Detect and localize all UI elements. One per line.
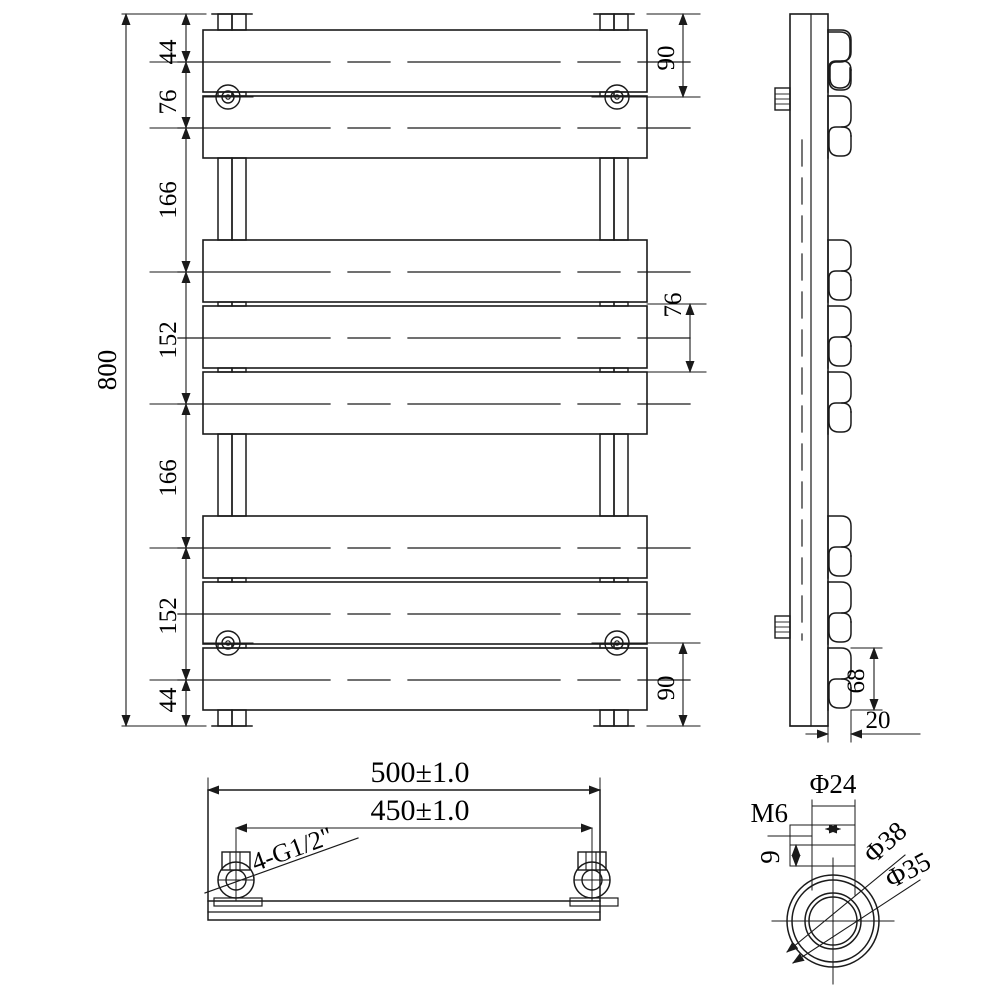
end-cap-top-left bbox=[211, 13, 253, 31]
towel-bar-2 bbox=[177, 95, 691, 159]
wall-bracket-lower bbox=[774, 615, 791, 639]
dim-label-166-lower: 166 bbox=[155, 459, 182, 497]
dim-label-top-90: 90 bbox=[653, 46, 680, 71]
front-view-geometry bbox=[177, 13, 701, 727]
end-cap-bottom-left bbox=[211, 709, 253, 727]
detail-label-depth-9: 9 bbox=[755, 850, 785, 864]
dim-label-width-500: 500±1.0 bbox=[371, 756, 470, 789]
towel-bar-4 bbox=[177, 305, 691, 369]
detail-view-geometry bbox=[767, 799, 921, 985]
bottom-view-geometry bbox=[204, 789, 619, 921]
end-cap-bottom-right bbox=[593, 709, 635, 727]
side-view-dimension-lines bbox=[789, 647, 921, 743]
vertical-rail-left-upper bbox=[217, 157, 247, 241]
bottom-view-dimension-lines bbox=[207, 777, 601, 863]
connection-port-top-right bbox=[591, 84, 701, 110]
callout-label-thread: 4-G1/2" bbox=[248, 821, 337, 877]
vertical-rail-left-lower bbox=[217, 433, 247, 517]
dim-label-overall-height: 800 bbox=[92, 350, 122, 391]
side-bar-profiles bbox=[827, 29, 852, 711]
dim-label-top-44: 44 bbox=[155, 39, 182, 65]
dim-label-bottom-44: 44 bbox=[155, 687, 182, 713]
front-view-dimension-lines-right bbox=[646, 13, 707, 727]
dim-label-thickness-20: 20 bbox=[866, 707, 891, 734]
wall-bracket-upper bbox=[774, 87, 791, 111]
connection-port-top-left bbox=[202, 84, 254, 110]
dim-label-centres-450: 450±1.0 bbox=[371, 794, 470, 827]
towel-bar-7 bbox=[177, 581, 691, 645]
vertical-rail-right-lower bbox=[599, 433, 629, 517]
dim-label-pitch-76: 76 bbox=[660, 293, 687, 318]
front-view-dimension-lines-left bbox=[121, 13, 207, 727]
connection-port-bottom-left bbox=[202, 630, 254, 656]
bottom-port-right bbox=[569, 851, 619, 907]
dim-label-depth-68: 68 bbox=[843, 669, 870, 694]
vertical-rail-right-upper bbox=[599, 157, 629, 241]
towel-bar-1 bbox=[177, 29, 691, 93]
dim-label-166-upper: 166 bbox=[155, 181, 182, 219]
dim-label-bottom-90: 90 bbox=[653, 676, 680, 701]
towel-bar-5 bbox=[177, 371, 691, 435]
dim-label-152-lower: 152 bbox=[155, 597, 182, 635]
side-bar-profile-1 bbox=[827, 31, 851, 89]
detail-label-phi24: Φ24 bbox=[810, 769, 857, 799]
end-cap-top-right bbox=[593, 13, 635, 31]
detail-label-m6: M6 bbox=[750, 798, 788, 828]
towel-bar-3 bbox=[177, 239, 691, 303]
towel-bar-8 bbox=[177, 647, 691, 711]
bottom-port-left bbox=[213, 851, 263, 907]
dim-label-76: 76 bbox=[155, 90, 182, 115]
connection-port-bottom-right bbox=[591, 630, 701, 656]
towel-bar-6 bbox=[177, 515, 691, 579]
bar-connector-stubs bbox=[217, 91, 629, 649]
dim-label-152-upper: 152 bbox=[155, 321, 182, 359]
side-view-geometry bbox=[774, 13, 852, 727]
